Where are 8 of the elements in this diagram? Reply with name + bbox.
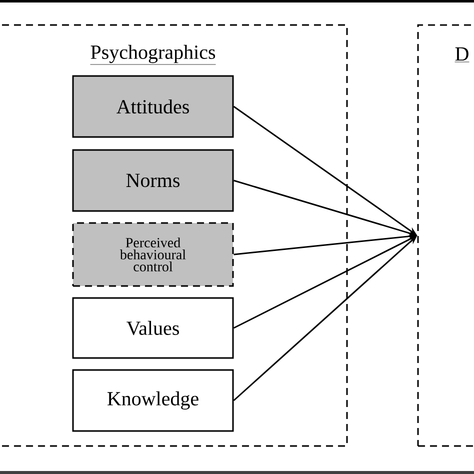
process-box: Norms xyxy=(72,149,234,212)
process-box: Values xyxy=(72,297,234,359)
dashed-group-box xyxy=(417,24,474,447)
heading: Psychographics xyxy=(90,44,216,65)
process-box: Attitudes xyxy=(72,75,234,138)
process-box: Perceived behavioural control xyxy=(72,222,234,287)
heading: D xyxy=(454,47,470,62)
process-box: Knowledge xyxy=(72,369,234,432)
